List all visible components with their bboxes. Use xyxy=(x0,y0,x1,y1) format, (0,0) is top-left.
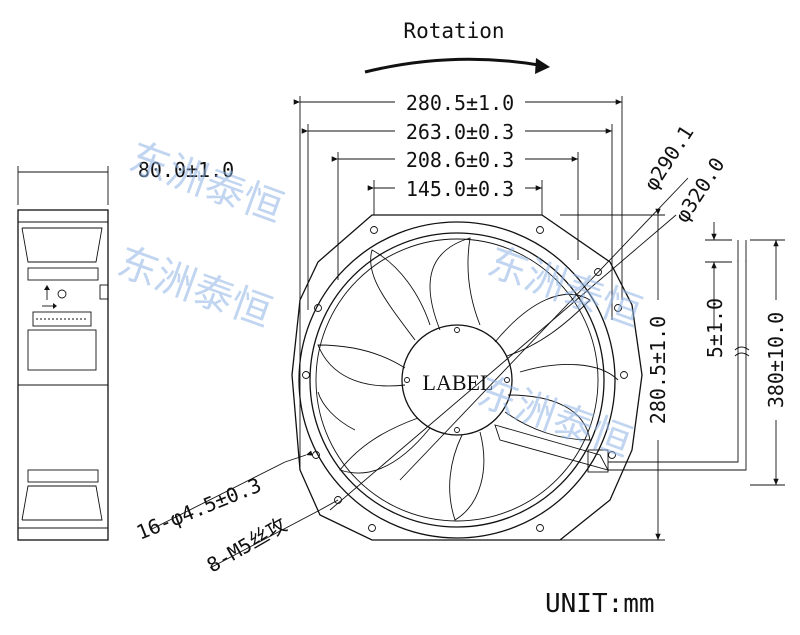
unit-label: UNIT:mm xyxy=(545,589,655,619)
fan-blades xyxy=(317,237,619,521)
hub-label: LABEL xyxy=(423,370,494,395)
rotation-arrow xyxy=(364,57,546,74)
diameter-leader-320 xyxy=(329,214,677,511)
lead-strip-dim: 5±1.0 xyxy=(703,298,727,358)
horizontal-dimension-lines xyxy=(293,96,623,470)
watermark-1: 东洲泰恒 xyxy=(123,134,289,232)
height-dim: 280.5±1.0 xyxy=(646,316,670,424)
side-depth-dim: 80.0±1.0 xyxy=(138,158,234,182)
hub xyxy=(401,324,513,436)
lead-length-dim: 380±10.0 xyxy=(764,312,788,408)
watermark-2: 东洲泰恒 xyxy=(111,239,277,337)
lead-wire xyxy=(705,222,785,486)
top-flat-width-dim: 145.0±0.3 xyxy=(406,177,514,201)
rotation-arrowhead-icon xyxy=(535,58,550,74)
mounting-width-dim: 263.0±0.3 xyxy=(406,120,514,144)
diameter-leader-290 xyxy=(399,177,689,481)
rotation-label: Rotation xyxy=(403,19,504,43)
thread-callout: 8-M5丝攻 xyxy=(203,512,291,577)
side-view xyxy=(17,209,109,541)
watermark-4: 东洲泰恒 xyxy=(471,369,637,467)
overall-width-dim: 280.5±1.0 xyxy=(406,91,514,115)
watermark-3: 东洲泰恒 xyxy=(481,239,647,337)
mounting-holes xyxy=(302,226,628,532)
height-dimension-lines xyxy=(560,208,665,541)
wire-exit xyxy=(494,260,747,473)
inner-width-dim: 208.6±0.3 xyxy=(406,148,514,172)
